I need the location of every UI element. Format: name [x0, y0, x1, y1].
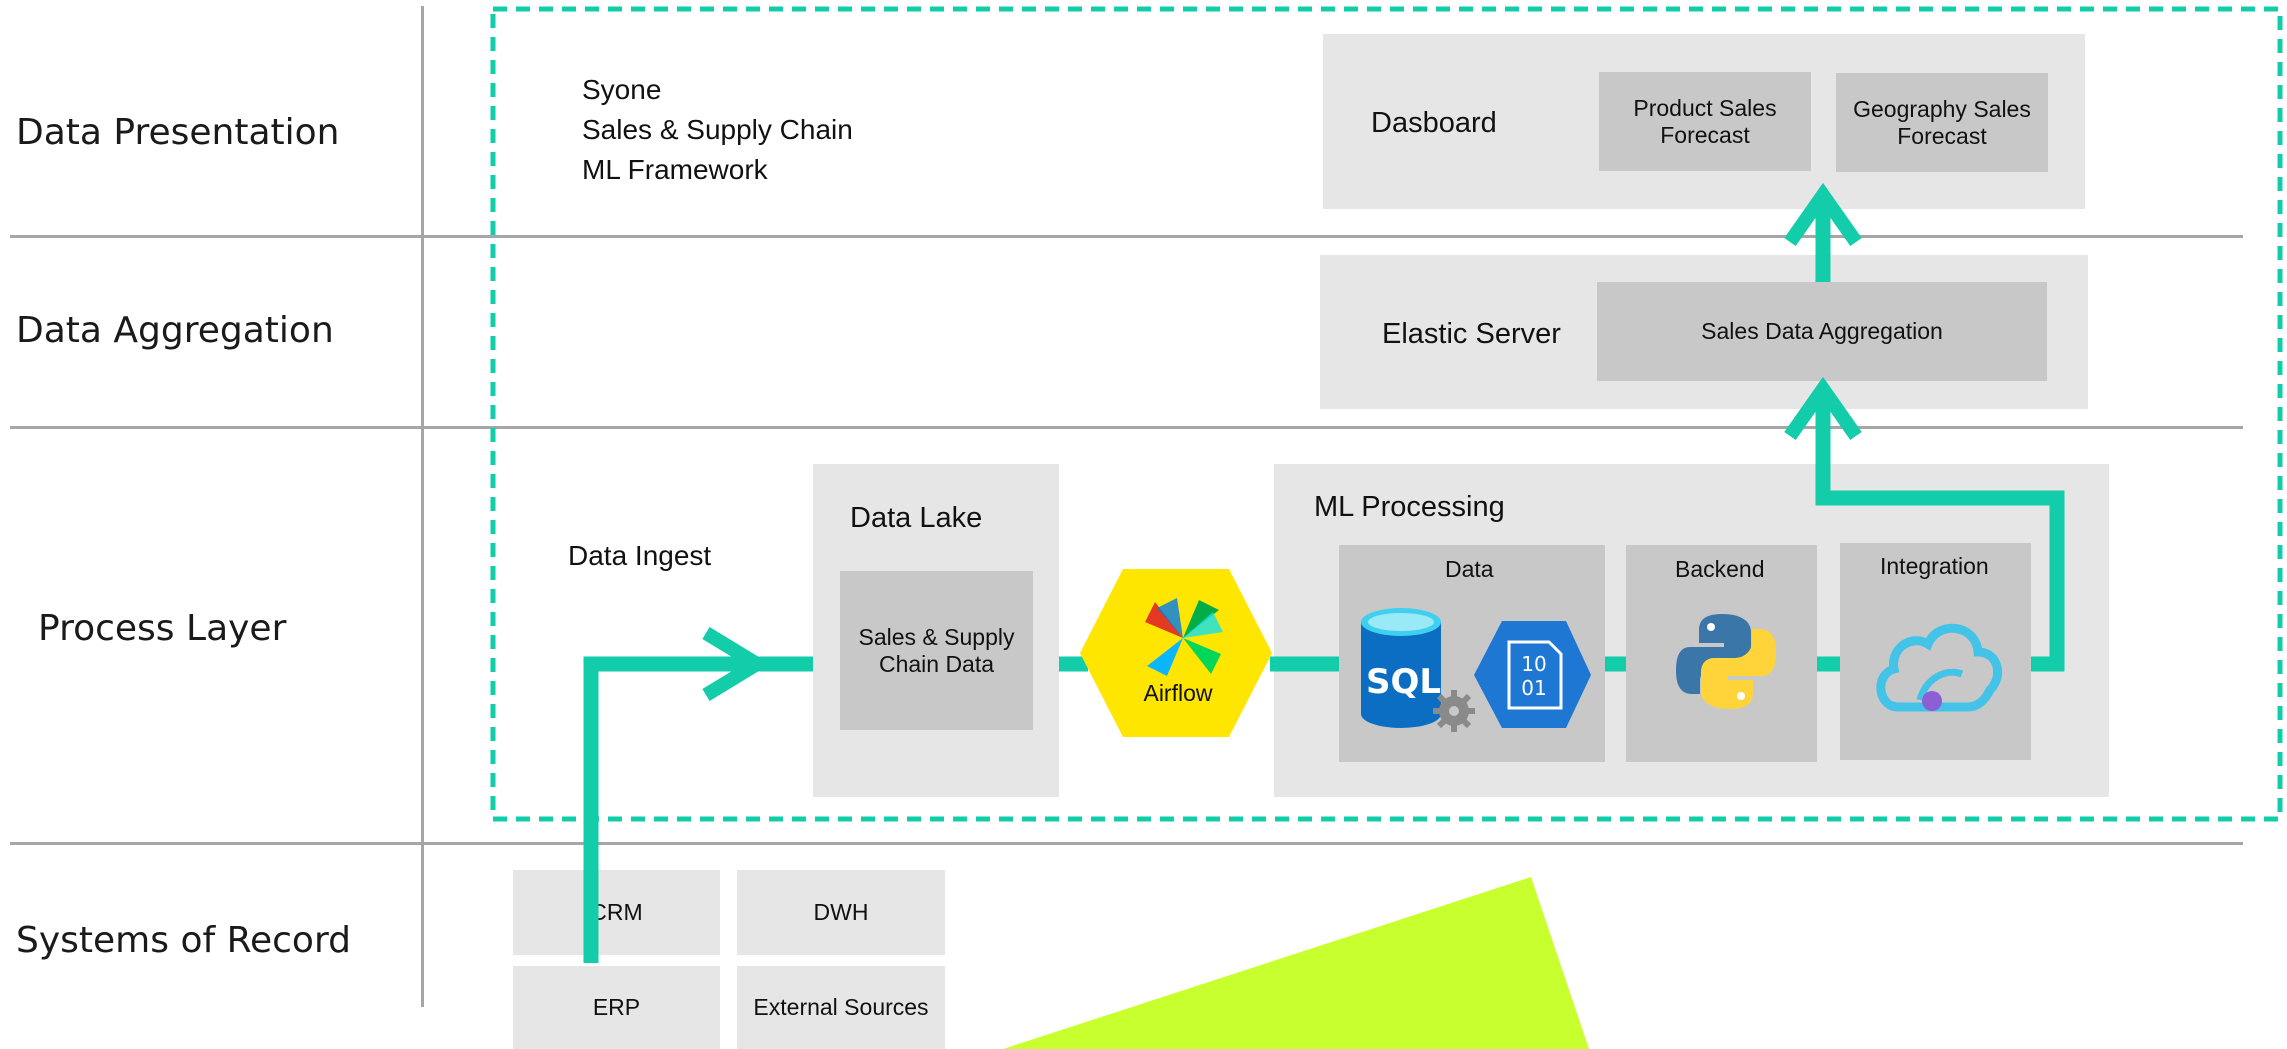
source-crm: CRM	[513, 870, 720, 955]
svg-text:10: 10	[1521, 652, 1546, 676]
source-erp: ERP	[513, 966, 720, 1049]
layer-label-systems-of-record: Systems of Record	[16, 920, 351, 961]
product-sales-forecast-box: Product Sales Forecast	[1599, 72, 1811, 171]
python-icon	[1676, 614, 1776, 709]
sales-data-aggregation-box: Sales Data Aggregation	[1597, 282, 2047, 381]
airflow-pinwheel-icon	[1145, 598, 1223, 676]
layer-label-divider	[421, 6, 424, 1007]
sql-database-icon: SQL	[1361, 608, 1475, 732]
layer-label-process-layer: Process Layer	[38, 608, 287, 649]
ml-backend-label: Backend	[1675, 556, 1765, 582]
binary-file-icon: 10 01	[1474, 621, 1591, 728]
ml-integration-label: Integration	[1880, 553, 1989, 579]
svg-text:01: 01	[1521, 676, 1546, 700]
dashboard-arrow-head	[1784, 182, 1862, 247]
framework-title-line3: ML Framework	[582, 154, 768, 185]
layer-label-data-aggregation: Data Aggregation	[16, 310, 334, 351]
elastic-server-label: Elastic Server	[1382, 318, 1561, 350]
data-ingest-label: Data Ingest	[568, 540, 712, 571]
source-external: External Sources	[737, 966, 945, 1049]
decorative-lime-shape	[1003, 877, 1589, 1049]
ml-integration-column	[1840, 543, 2031, 760]
data-lake-title: Data Lake	[850, 502, 983, 534]
divider-aggregation-process	[10, 426, 2243, 429]
svg-text:SQL: SQL	[1366, 662, 1441, 702]
framework-boundary	[490, 6, 2283, 822]
framework-title-line1: Syone	[582, 74, 662, 105]
aggregation-arrow-head	[1784, 376, 1862, 441]
source-dwh: DWH	[737, 870, 945, 955]
sales-supply-chain-data-box: Sales & Supply Chain Data	[840, 571, 1033, 730]
layer-label-data-presentation: Data Presentation	[16, 112, 340, 153]
ml-data-label: Data	[1445, 556, 1494, 582]
divider-presentation-aggregation	[10, 235, 2243, 238]
framework-title-line2: Sales & Supply Chain	[582, 114, 853, 145]
geography-sales-forecast-box: Geography Sales Forecast	[1836, 73, 2048, 172]
ingest-flow-line	[583, 656, 813, 963]
cloud-integration-icon	[1876, 623, 2003, 712]
divider-process-record	[10, 842, 2243, 845]
ingest-arrow-head	[702, 627, 771, 701]
airflow-label: Airflow	[1143, 680, 1212, 706]
ml-processing-title: ML Processing	[1314, 491, 1505, 523]
dashboard-label: Dasboard	[1371, 107, 1497, 139]
integration-to-aggregation-line	[1815, 390, 2065, 672]
